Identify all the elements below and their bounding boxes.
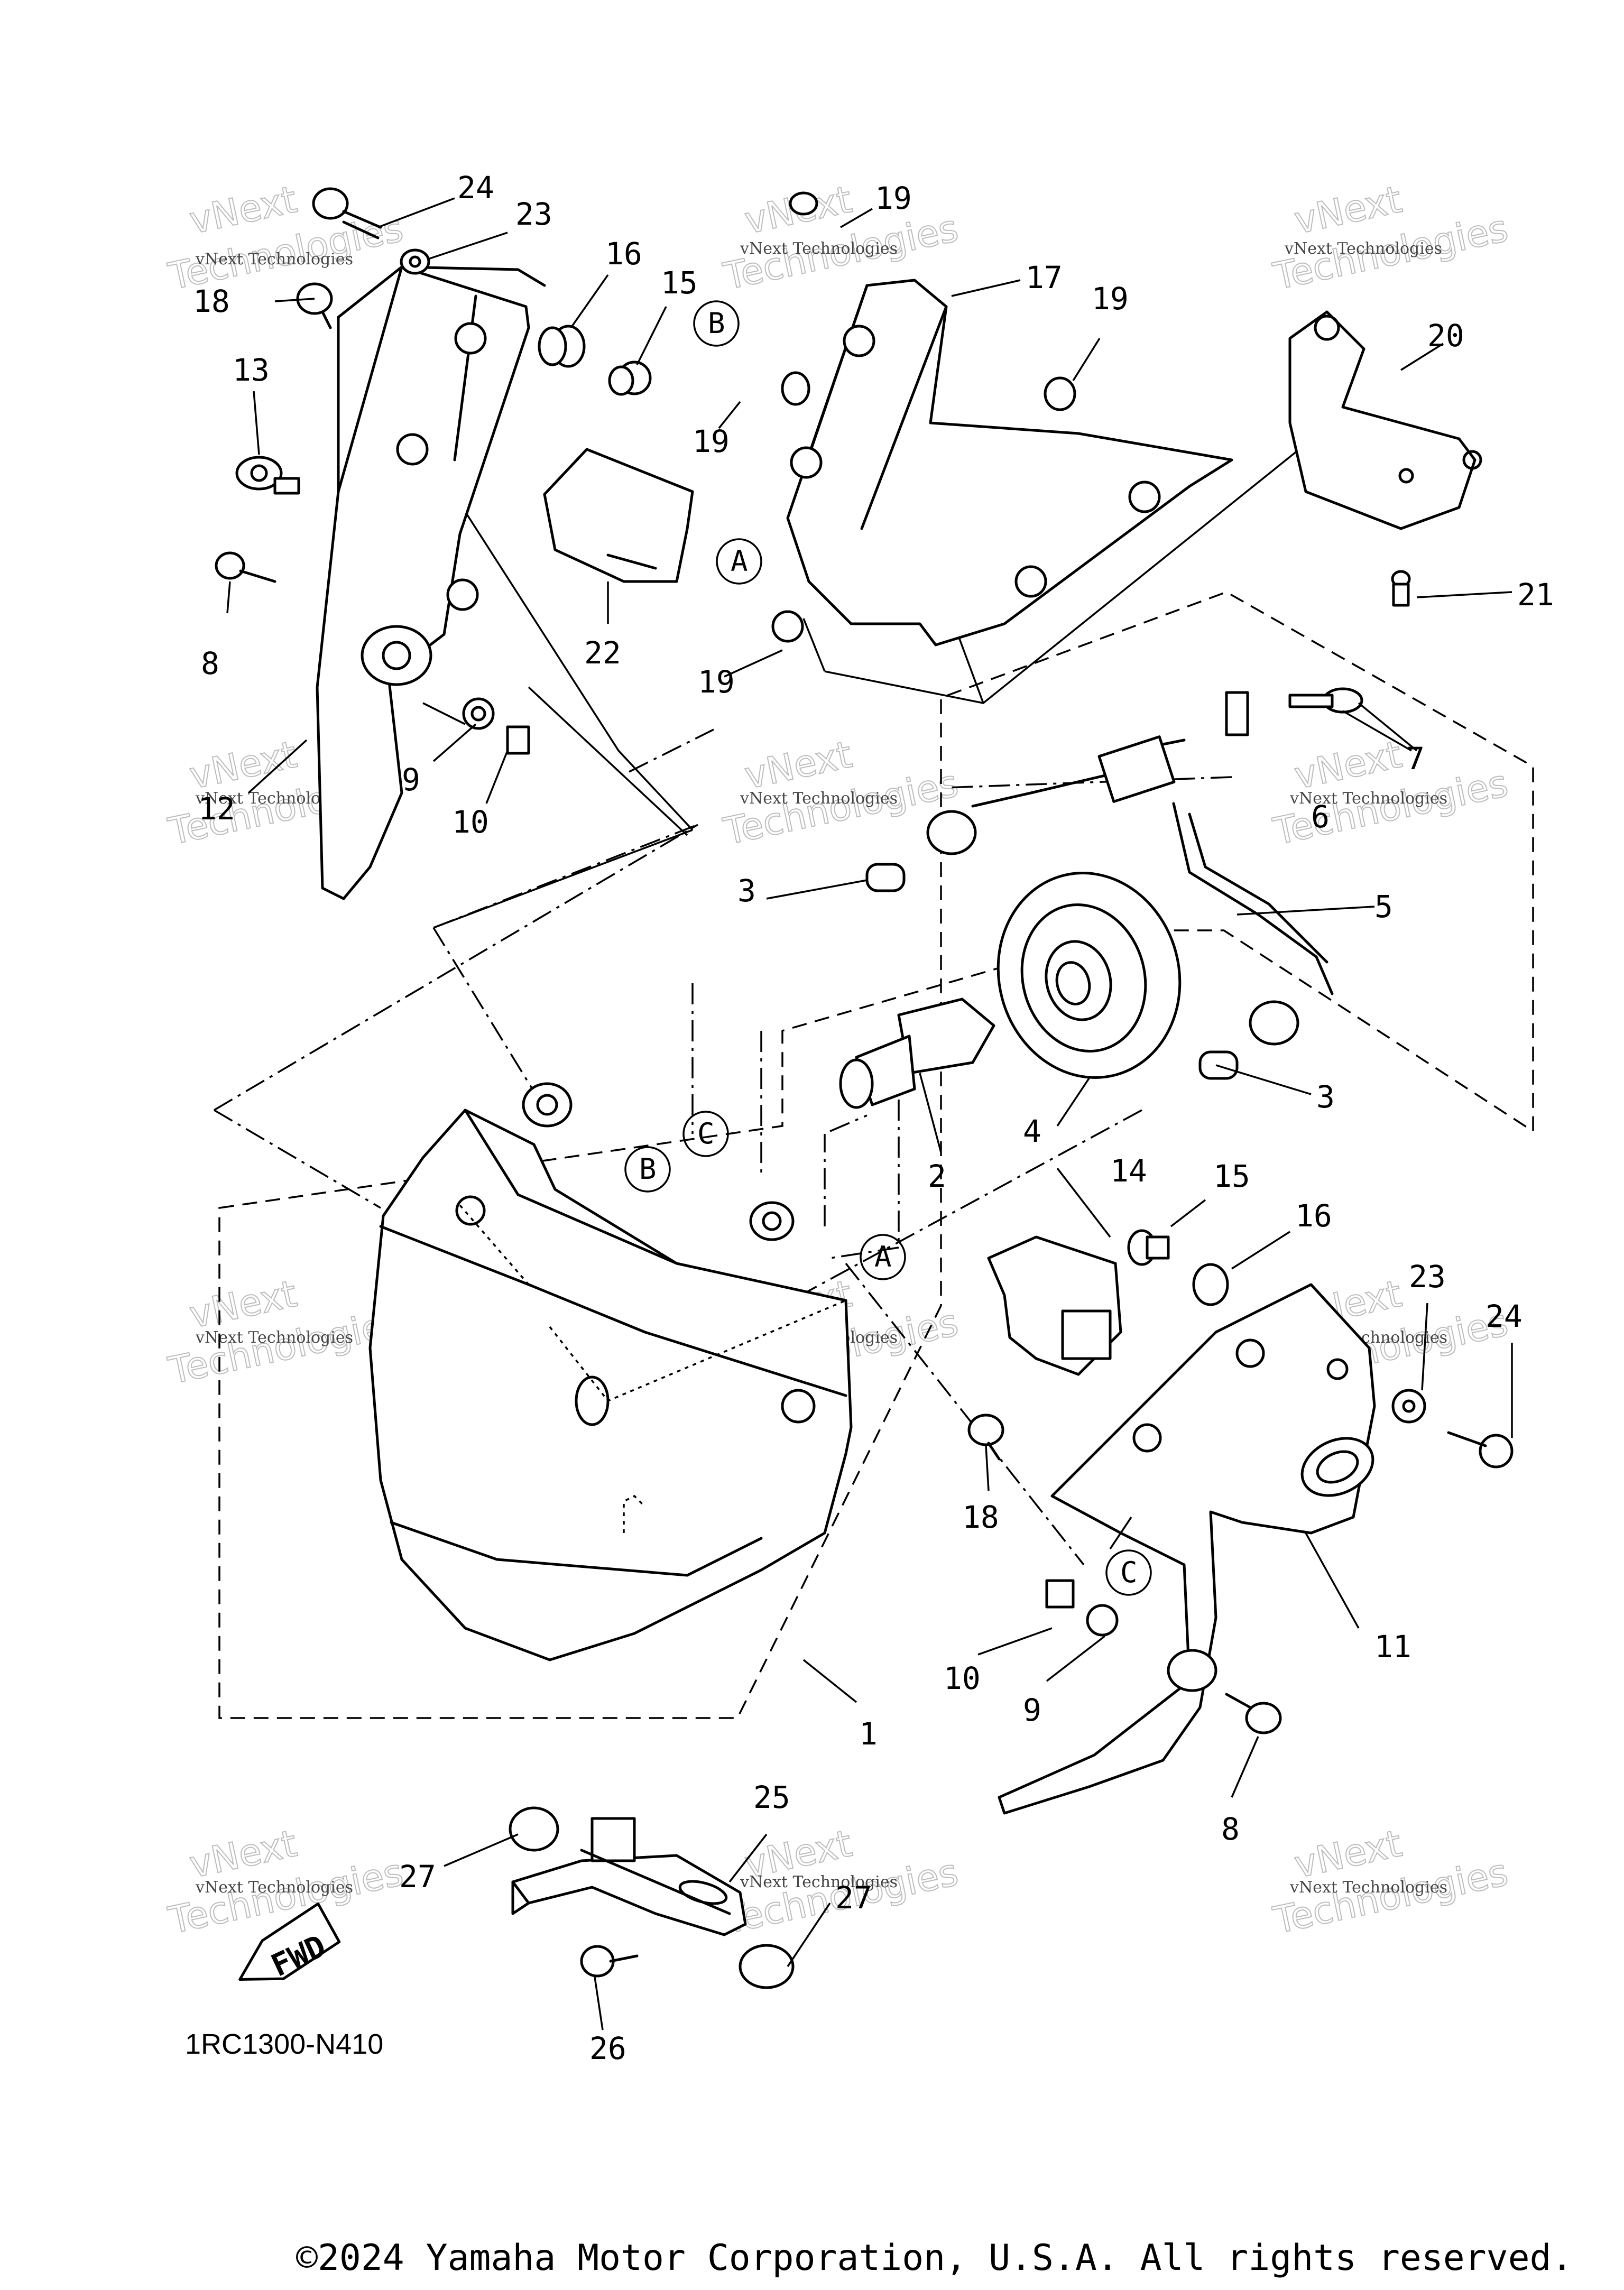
- callout-24a: 24: [457, 170, 494, 206]
- callout-19d: 19: [698, 664, 735, 700]
- watermark: vNext Technologies vNext Technologies: [1269, 177, 1512, 299]
- callout-27b: 27: [835, 1880, 872, 1916]
- assembly-boundaries: [214, 422, 1534, 1719]
- callout-5: 5: [1374, 889, 1393, 925]
- callout-6: 6: [1311, 799, 1330, 835]
- svg-text:vNext Technologies: vNext Technologies: [1289, 789, 1447, 808]
- callout-16a: 16: [605, 236, 642, 272]
- callout-4: 4: [1023, 1113, 1041, 1149]
- harness-part-5: [865, 687, 1363, 1080]
- bulb-cover-part-4: [996, 872, 1182, 1079]
- callout-18a: 18: [193, 283, 230, 319]
- watermark: vNext Technologies vNext Technologies: [164, 177, 408, 299]
- watermark: vNext Technologies vNext Technologies: [1269, 732, 1512, 854]
- watermark: vNext Technologies vNext Technologies: [719, 177, 963, 299]
- left-bracket-part-12: [316, 265, 546, 900]
- stay-part-20: [1288, 310, 1482, 607]
- copyright-notice: ©2024 Yamaha Motor Corporation, U.S.A. A…: [296, 2237, 1573, 2279]
- callout-19a: 19: [875, 180, 912, 216]
- callout-24b: 24: [1485, 1298, 1522, 1334]
- ref-letter-b-bottom: B: [624, 1146, 671, 1193]
- drawing-code: 1RC1300-N410: [185, 2028, 383, 2060]
- ref-letter-c-bottom: C: [1105, 1549, 1152, 1596]
- watermark: vNext Technologies vNext Technologies: [1269, 1821, 1512, 1943]
- callout-23a: 23: [515, 196, 552, 232]
- callout-26: 26: [589, 2030, 626, 2066]
- svg-text:vNext Technologies: vNext Technologies: [1289, 1878, 1447, 1897]
- svg-text:C: C: [1120, 1556, 1138, 1589]
- ref-letter-a-bottom: A: [860, 1234, 906, 1280]
- callout-1: 1: [859, 1716, 878, 1752]
- svg-text:vNext Technologies: vNext Technologies: [195, 250, 353, 269]
- right-bracket-part-11: [998, 1283, 1376, 1815]
- callout-15b: 15: [1213, 1158, 1250, 1194]
- callout-12: 12: [198, 791, 235, 827]
- svg-text:vNext Technologies: vNext Technologies: [740, 1873, 898, 1891]
- callout-8a: 8: [201, 645, 219, 681]
- callout-11: 11: [1374, 1629, 1411, 1665]
- callout-21: 21: [1517, 577, 1554, 613]
- reference-letters: A A B B C C: [624, 300, 1152, 1596]
- callout-18b: 18: [962, 1499, 999, 1535]
- callout-15a: 15: [661, 265, 698, 301]
- hardware-left-top: [215, 187, 652, 755]
- callout-19b: 19: [1092, 281, 1129, 317]
- svg-text:vNext Technologies: vNext Technologies: [740, 239, 898, 258]
- callout-3a: 3: [737, 873, 756, 909]
- svg-text:vNext Technologies: vNext Technologies: [740, 789, 898, 808]
- svg-text:C: C: [697, 1117, 715, 1150]
- center-bracket-part-17: [771, 191, 1233, 647]
- ref-letter-a-top: A: [716, 538, 762, 585]
- callout-9a: 9: [402, 762, 420, 798]
- clamp-part-13: [235, 456, 300, 495]
- headlight-bulb-part-2: [839, 998, 995, 1109]
- hardware-right: [967, 1229, 1514, 1734]
- svg-text:vNext Technologies: vNext Technologies: [195, 1878, 353, 1897]
- watermark: vNext Technologies vNext Technologies: [719, 732, 963, 854]
- ref-letter-b-top: B: [693, 300, 740, 347]
- svg-text:vNext Technologies: vNext Technologies: [1284, 239, 1442, 258]
- callout-14: 14: [1110, 1153, 1147, 1189]
- callouts: 1 2 3 3 4 5 6 7 8 8 9 9 10 10 11 12 13 1…: [193, 170, 1554, 2066]
- bottom-bracket-part-25: [509, 1806, 795, 1989]
- cover-part-22: [543, 448, 694, 583]
- svg-text:B: B: [708, 307, 725, 340]
- svg-text:A: A: [874, 1240, 892, 1273]
- callout-10a: 10: [452, 804, 489, 840]
- callout-20: 20: [1427, 318, 1464, 354]
- callout-25: 25: [753, 1779, 790, 1815]
- callout-10b: 10: [944, 1660, 981, 1696]
- svg-text:vNext Technologies: vNext Technologies: [195, 1328, 353, 1347]
- leader-lines: [226, 197, 1513, 2030]
- svg-text:B: B: [639, 1152, 657, 1186]
- callout-3b: 3: [1316, 1079, 1335, 1115]
- callout-2: 2: [928, 1158, 946, 1194]
- callout-13: 13: [233, 352, 270, 388]
- callout-27a: 27: [399, 1859, 436, 1895]
- callout-22: 22: [584, 635, 621, 671]
- callout-19c: 19: [693, 423, 730, 459]
- callout-9b: 9: [1023, 1692, 1041, 1728]
- callout-8b: 8: [1221, 1811, 1240, 1847]
- headlight-lens-part-1: [368, 1082, 853, 1661]
- svg-text:A: A: [731, 544, 748, 578]
- ref-letter-c-top: C: [682, 1111, 729, 1157]
- callout-23b: 23: [1409, 1259, 1446, 1295]
- callout-17: 17: [1026, 260, 1063, 296]
- callout-7: 7: [1406, 741, 1425, 777]
- callout-16b: 16: [1295, 1198, 1332, 1234]
